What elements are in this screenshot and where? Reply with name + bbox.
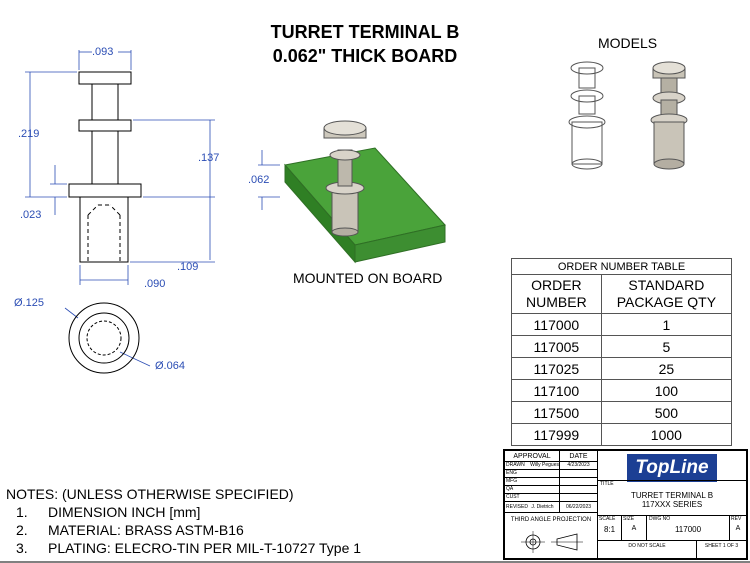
note-2-text: MATERIAL: BRASS ASTM-B16 (48, 522, 244, 538)
order-number-table: ORDER NUMBER TABLE ORDER NUMBER STANDARD… (511, 258, 733, 446)
qty-cell: 5 (600, 335, 733, 358)
qty-cell: 1 (600, 313, 733, 336)
middle-flange (78, 119, 132, 132)
title-label: TITLE (600, 481, 614, 487)
bottom-view (68, 302, 140, 374)
revised-by: J. Dietrich (531, 504, 554, 510)
order-number-cell: 117005 (511, 335, 602, 358)
barrel (79, 196, 129, 263)
order-table-caption: ORDER NUMBER TABLE (511, 258, 732, 275)
note-3-text: PLATING: ELECRO-TIN PER MIL-T-10727 Type… (48, 540, 362, 556)
lower-shank (91, 130, 119, 185)
dwg-label: DWG NO (649, 516, 671, 522)
order-number-cell: 117100 (511, 379, 602, 402)
rev-cell: REV A (729, 515, 747, 541)
drawn-label: DRAWN (506, 462, 525, 468)
qty-cell: 100 (600, 379, 733, 402)
notes-header: NOTES: (UNLESS OTHERWISE SPECIFIED) (6, 486, 294, 502)
side-view (68, 71, 142, 263)
board-illustration (284, 120, 446, 264)
company-logo: TopLine (627, 454, 717, 482)
order-number-cell: 117025 (511, 357, 602, 380)
top-flange (78, 71, 132, 85)
projection-cell: THIRD ANGLE PROJECTION (504, 512, 598, 559)
mounted-label: MOUNTED ON BOARD (293, 270, 443, 286)
qty-cell: 1000 (600, 423, 733, 446)
dim-062: .062 (248, 174, 270, 186)
base-collar (68, 183, 142, 198)
models-label: MODELS (598, 35, 658, 51)
drawing-title-line1: TURRET TERMINAL B (270, 22, 460, 42)
title-block-line2: 117XXX SERIES (641, 500, 703, 509)
dimension-lines (25, 50, 280, 367)
title-cell: TITLE TURRET TERMINAL B 117XXX SERIES (597, 480, 747, 516)
size-label: SIZE (623, 516, 635, 522)
qty-cell: 25 (600, 357, 733, 380)
package-qty-header: STANDARD PACKAGE QTY (600, 274, 733, 314)
note-3-number: 3. (16, 540, 28, 556)
rev-value: A (735, 525, 741, 532)
dwg-value: 117000 (674, 525, 702, 534)
order-number-header: ORDER NUMBER (511, 274, 602, 314)
model-wireframe (568, 61, 606, 170)
scale-cell: SCALE 8:1 (597, 515, 622, 541)
dim-diameter-125: Ø.125 (14, 297, 44, 309)
logo-cell: TopLine (597, 450, 747, 482)
projection-label: THIRD ANGLE PROJECTION (510, 517, 592, 523)
do-not-scale: DO NOT SCALE (597, 540, 697, 559)
scale-value: 8:1 (603, 525, 616, 534)
upper-shank (91, 83, 119, 121)
dim-109: .109 (177, 261, 199, 273)
dwg-cell: DWG NO 117000 (646, 515, 730, 541)
order-number-cell: 117500 (511, 401, 602, 424)
rev-label: REV (731, 516, 742, 522)
revised-label: REVISED (506, 504, 528, 510)
title-block: APPROVAL DATE DRAWN Willy Pegues 4/23/20… (503, 449, 748, 560)
order-number-cell: 117999 (511, 423, 602, 446)
size-value: A (631, 525, 637, 532)
model-solid (650, 61, 688, 170)
note-2-number: 2. (16, 522, 28, 538)
dim-090: .090 (144, 278, 166, 290)
dim-219: .219 (18, 128, 40, 140)
size-cell: SIZE A (621, 515, 647, 541)
projection-symbol-icon (521, 531, 583, 553)
title-block-line1: TURRET TERMINAL B (630, 491, 714, 500)
note-1-number: 1. (16, 504, 28, 520)
qty-cell: 500 (600, 401, 733, 424)
drawing-title-line2: 0.062" THICK BOARD (272, 46, 458, 66)
note-1-text: DIMENSION INCH [mm] (48, 504, 201, 520)
sheet-number: SHEET 1 OF 3 (696, 540, 747, 559)
dim-093: .093 (92, 46, 114, 58)
order-number-cell: 117000 (511, 313, 602, 336)
dim-diameter-064: Ø.064 (155, 360, 185, 372)
scale-label: SCALE (599, 516, 616, 522)
drawn-by: Willy Pegues (530, 462, 559, 468)
dim-137: .137 (198, 152, 220, 164)
dim-023: .023 (20, 209, 42, 221)
